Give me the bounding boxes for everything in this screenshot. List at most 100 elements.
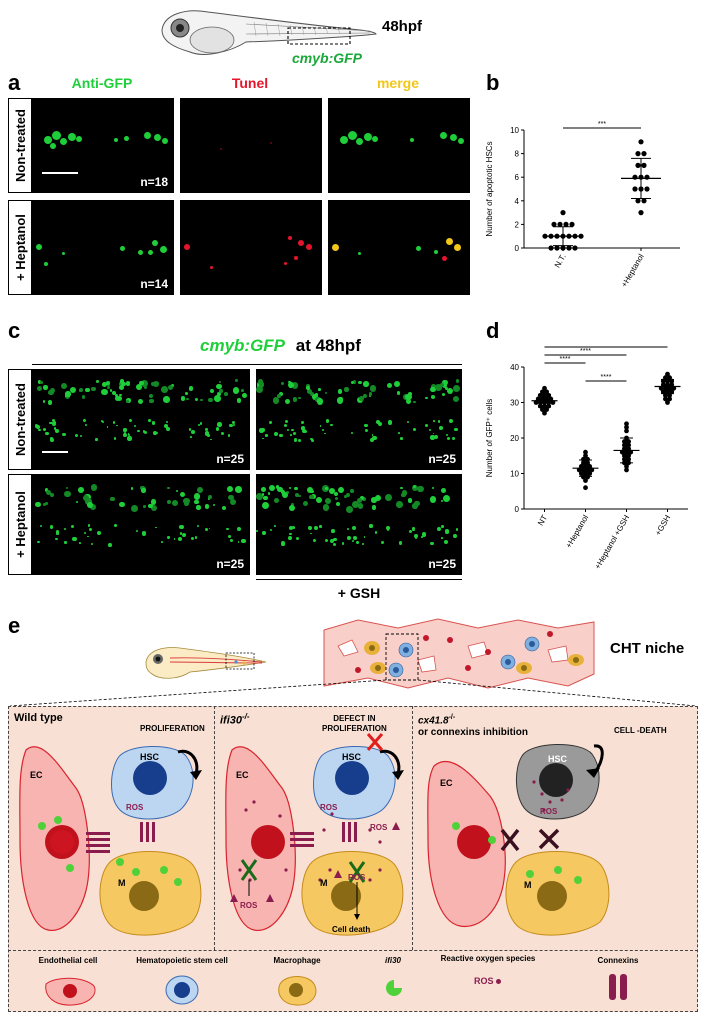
data-point	[585, 460, 590, 466]
data-point	[626, 439, 631, 444]
data-point	[542, 385, 547, 391]
svg-text:M: M	[524, 880, 532, 890]
y-tick-label: 30	[510, 399, 519, 408]
legend-label-connexins: Connexins	[597, 956, 639, 965]
legend-hsc-icon	[165, 975, 199, 1005]
data-point	[635, 151, 641, 157]
y-tick-label: 10	[510, 470, 519, 479]
micrograph-c-heptanol-control: n=25	[32, 474, 250, 575]
data-point	[583, 485, 588, 491]
legend-label-hsc: Hematopoietic stem cell	[136, 956, 228, 965]
n-count: n=25	[216, 452, 244, 466]
cx418-schematic: EC HSC ROS M	[427, 744, 610, 936]
row-label-c-heptanol: + Heptanol	[8, 474, 32, 575]
data-point	[665, 400, 670, 405]
zoom-lines	[9, 679, 697, 707]
svg-text:ROS: ROS	[320, 803, 338, 812]
data-point	[667, 375, 672, 381]
y-tick-label: 6	[515, 173, 520, 182]
data-point	[540, 389, 545, 395]
data-point	[624, 428, 629, 434]
gsh-column-label: + GSH	[337, 585, 381, 601]
panel-b-letter: b	[486, 70, 500, 95]
box-title-cx418: cx41.8-/- or connexins inhibition	[418, 714, 528, 739]
data-point	[624, 464, 629, 469]
svg-text:ROS: ROS	[126, 803, 144, 812]
legend: Endothelial cell Hematopoietic stem cell…	[8, 952, 698, 1012]
data-point	[548, 245, 554, 251]
y-tick-label: 20	[510, 434, 519, 443]
data-point	[626, 442, 631, 448]
n-count: n=18	[140, 175, 168, 189]
panel-c-bottom-rule	[256, 579, 462, 580]
n-count: n=25	[216, 557, 244, 571]
data-point	[626, 456, 631, 462]
data-point	[622, 456, 627, 462]
box-title-ifi30: ifi30-/-	[220, 712, 250, 727]
data-point	[669, 389, 675, 395]
data-point	[569, 221, 575, 227]
panel-c-title: cmyb:GFP at 48hpf	[200, 336, 361, 356]
data-point	[583, 453, 588, 459]
data-point	[560, 210, 566, 216]
data-point	[660, 378, 666, 384]
data-point	[667, 393, 672, 398]
svg-text:ROS: ROS	[240, 901, 258, 910]
data-point	[665, 371, 670, 377]
box-title-wildtype: Wild type	[14, 712, 63, 724]
legend-label-ifi30: ifi30	[384, 956, 401, 965]
legend-label-ros: Reactive oxygen species	[440, 954, 536, 963]
row-label-a-heptanol: + Heptanol	[8, 200, 32, 295]
scale-bar	[42, 172, 78, 174]
y-axis-label: Number of apoptotic HSCs	[485, 141, 494, 236]
svg-text:ROS: ROS	[370, 823, 388, 832]
data-point	[622, 442, 627, 448]
n-count: n=25	[428, 452, 456, 466]
cht-niche-illustration	[318, 616, 600, 696]
legend-connexins-icon	[609, 974, 627, 1000]
data-point	[622, 439, 627, 444]
data-point	[581, 460, 586, 466]
micrograph-a-tunel-nontreated	[180, 98, 322, 193]
data-point	[554, 245, 560, 251]
data-point	[641, 162, 647, 168]
significance-label: ***	[598, 121, 606, 128]
svg-text:Cell death: Cell death	[332, 925, 370, 934]
svg-text:HSC: HSC	[342, 752, 362, 762]
y-tick-label: 0	[515, 505, 520, 514]
ifi30-schematic: EC HSC ROS ROS ROS ROS M Cell death	[225, 733, 404, 936]
data-point	[635, 162, 641, 168]
data-point	[635, 198, 641, 204]
micrograph-a-gfp-nontreated: n=18	[32, 98, 174, 193]
y-tick-label: 0	[515, 244, 520, 253]
svg-text:EC: EC	[236, 770, 249, 780]
data-point	[557, 221, 563, 227]
larva-small-illustration	[140, 640, 270, 684]
data-point	[540, 407, 545, 412]
svg-text:HSC: HSC	[548, 754, 568, 764]
svg-text:ROS: ROS	[348, 873, 366, 882]
data-point	[544, 389, 549, 395]
micrograph-a-merge-heptanol	[328, 200, 470, 295]
micrograph-c-heptanol-gsh: n=25	[256, 474, 462, 575]
channel-title-gfp: Anti-GFP	[71, 75, 133, 91]
y-tick-label: 40	[510, 363, 519, 372]
data-point	[544, 407, 549, 412]
micrograph-a-tunel-heptanol	[180, 200, 322, 295]
niche-label: CHT niche	[610, 640, 685, 657]
transgene-label: cmyb:GFP	[292, 50, 363, 66]
n-count: n=14	[140, 277, 168, 291]
y-tick-label: 4	[515, 197, 520, 206]
micrograph-a-gfp-heptanol: n=14	[32, 200, 174, 295]
wildtype-schematic: EC HSC ROS M	[19, 746, 202, 936]
significance-label: ***	[602, 345, 610, 347]
svg-text:EC: EC	[440, 778, 453, 788]
channel-title-tunel: Tunel	[231, 75, 269, 91]
significance-label: ****	[560, 356, 571, 363]
legend-label-macrophage: Macrophage	[273, 956, 321, 965]
data-point	[641, 151, 647, 157]
larva-illustration	[150, 0, 380, 62]
panel-d-letter: d	[486, 318, 500, 343]
